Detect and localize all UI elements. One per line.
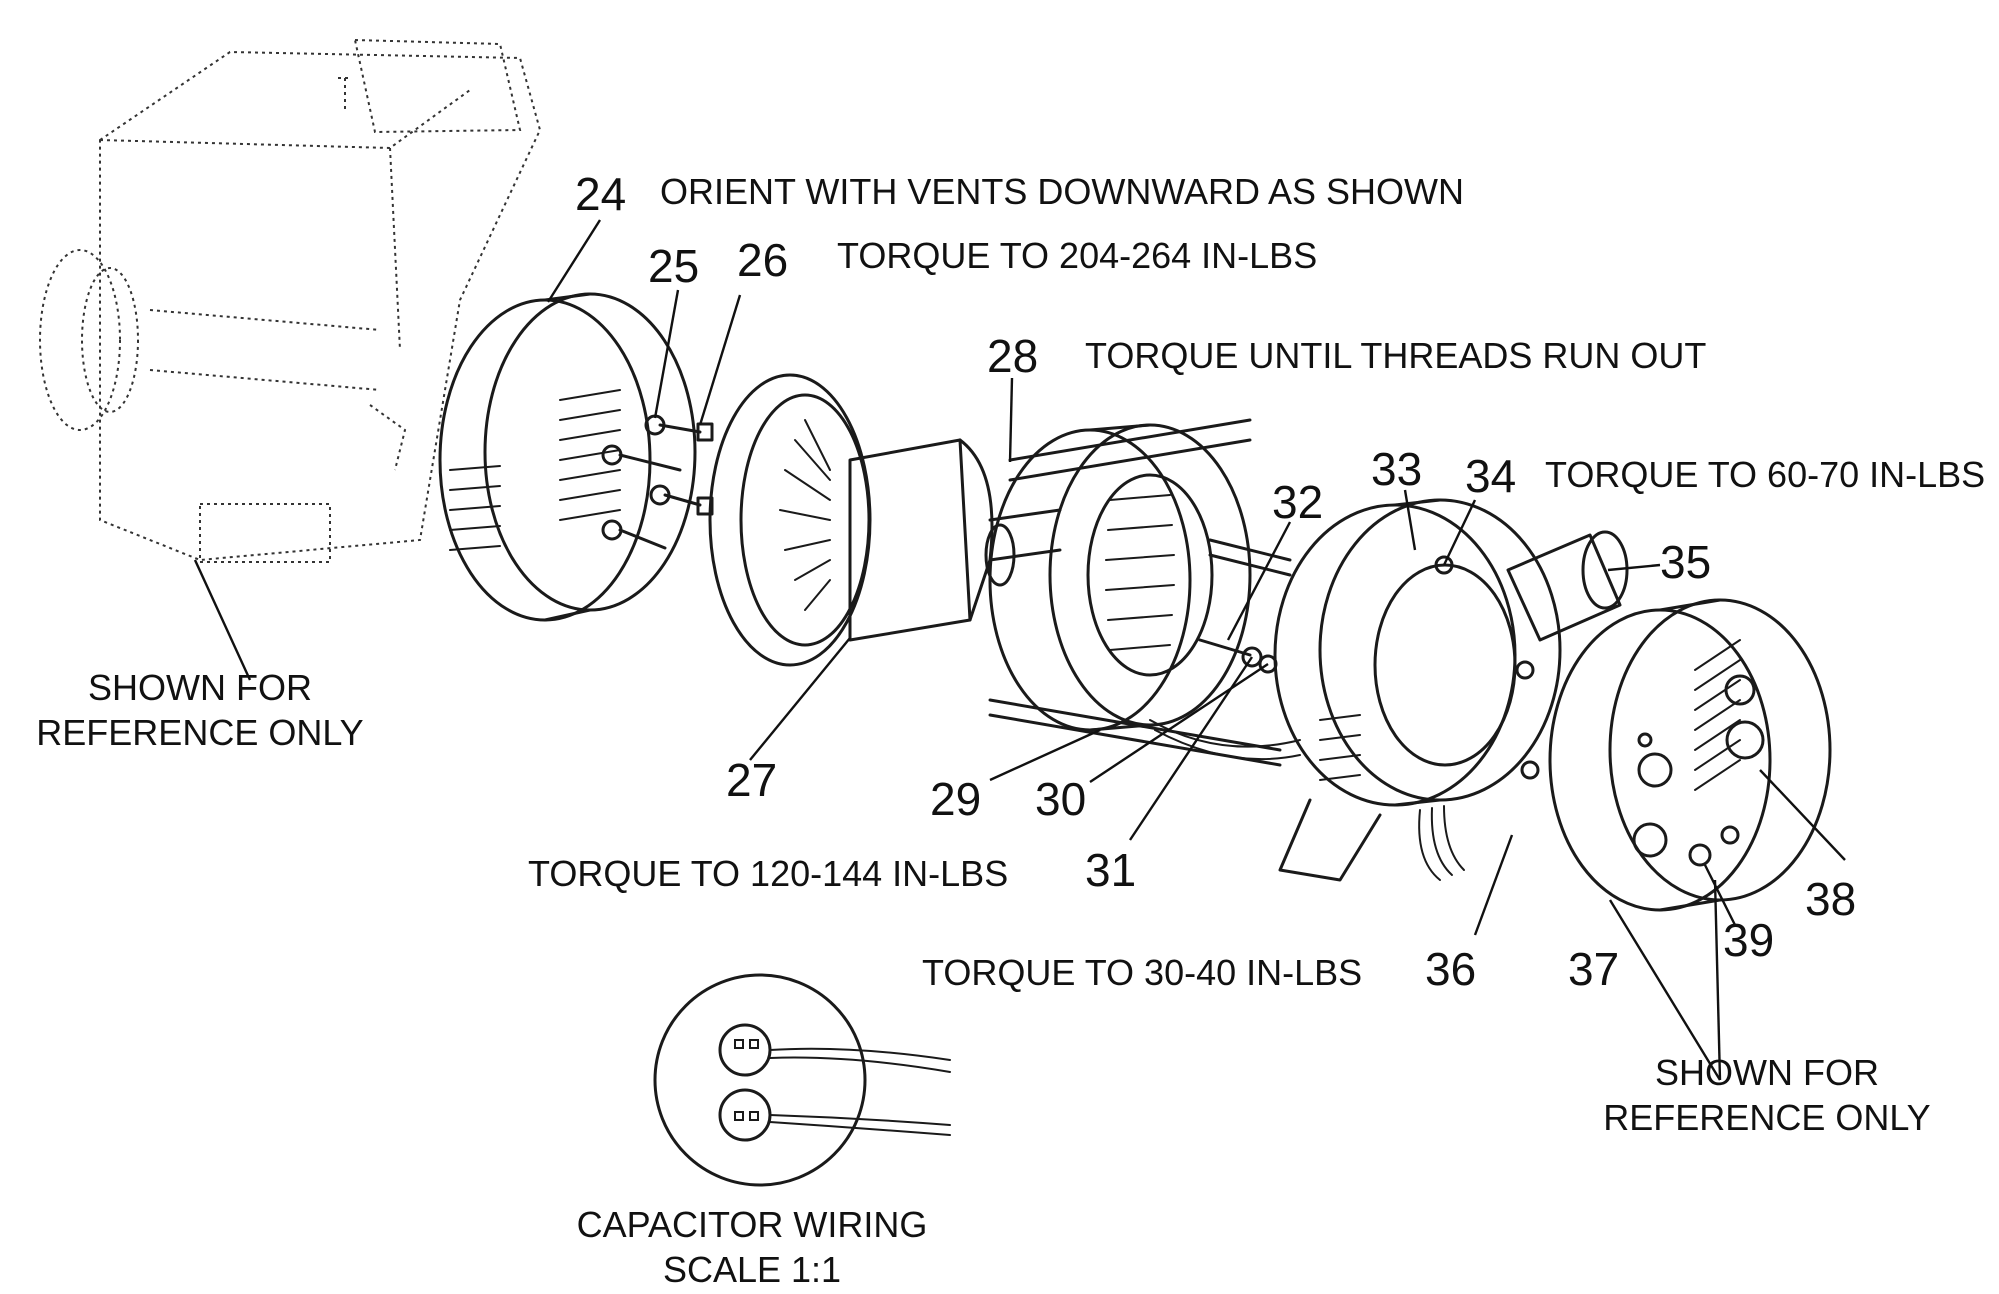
callout-35: 35 [1660,536,1711,588]
note-reference-right-1: SHOWN FOR [1655,1052,1879,1093]
part-37-control-panel [1548,598,1832,912]
engine-reference [39,38,542,563]
part-26-bolts [618,422,714,550]
callout-30: 30 [1035,773,1086,825]
part-25-washers [601,414,671,541]
capacitor-wiring-inset [653,973,951,1187]
fan-blades [779,419,831,611]
part-27-rotor [708,373,1062,667]
inset-scale: SCALE 1:1 [663,1249,841,1290]
annotation-notes: ORIENT WITH VENTS DOWNWARD AS SHOWN TORQ… [36,171,1985,1290]
part-36-leads [1418,805,1465,881]
callout-numbers: 24 25 26 27 28 29 30 31 32 33 34 35 36 3… [575,168,1856,995]
inset-title: CAPACITOR WIRING [577,1204,928,1245]
part-34-screws [1434,555,1540,780]
stator-windings [1105,494,1175,651]
part-28-through-bolts [988,418,1292,767]
callout-28: 28 [987,330,1038,382]
callout-39: 39 [1723,914,1774,966]
callout-26: 26 [737,234,788,286]
part-32-nut [1198,638,1263,668]
callout-24: 24 [575,168,626,220]
note-torque-30-40: TORQUE TO 30-40 IN-LBS [922,952,1362,993]
part-35-capacitor [1506,530,1629,642]
note-torque-60-70: TORQUE TO 60-70 IN-LBS [1545,454,1985,495]
callout-27: 27 [726,754,777,806]
part-30-stator-leads [1149,719,1301,761]
housing-vents [449,389,621,551]
callout-31: 31 [1085,844,1136,896]
part-24-housing [438,292,697,622]
callout-34: 34 [1465,450,1516,502]
part-38-receptacle [1724,674,1765,760]
note-reference-left-2: REFERENCE ONLY [36,712,363,753]
callout-25: 25 [648,240,699,292]
part-29-stator [988,423,1252,732]
callout-38: 38 [1805,873,1856,925]
callout-32: 32 [1272,476,1323,528]
callout-29: 29 [930,773,981,825]
note-torque-120-144: TORQUE TO 120-144 IN-LBS [528,853,1008,894]
note-torque-threads: TORQUE UNTIL THREADS RUN OUT [1085,335,1706,376]
note-orient-vents: ORIENT WITH VENTS DOWNWARD AS SHOWN [660,171,1464,212]
note-reference-left-1: SHOWN FOR [88,667,312,708]
note-reference-right-2: REFERENCE ONLY [1603,1097,1930,1138]
callout-33: 33 [1371,443,1422,495]
leader-lines [193,219,1846,1081]
part-33-end-bell [1273,498,1562,882]
callout-37: 37 [1568,943,1619,995]
callout-36: 36 [1425,943,1476,995]
part-39-breaker [1688,825,1740,867]
note-torque-204-264: TORQUE TO 204-264 IN-LBS [837,235,1317,276]
panel-vents [1694,639,1741,791]
